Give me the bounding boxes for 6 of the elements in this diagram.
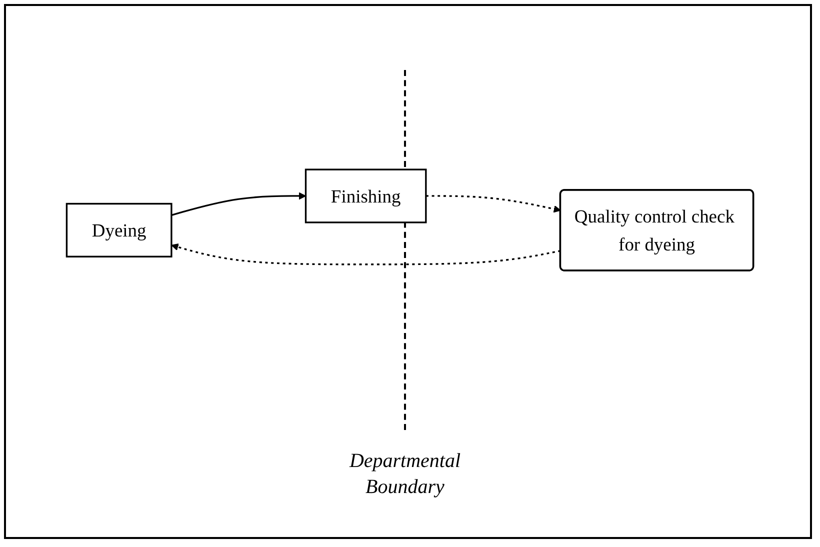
arrow: [171, 192, 306, 216]
node-box: Finishing: [304, 168, 427, 224]
arrow: [171, 243, 561, 266]
node-box: Dyeing: [66, 202, 172, 258]
arrow: [426, 195, 561, 213]
boundary-label: Departmental Boundary: [348, 449, 462, 500]
